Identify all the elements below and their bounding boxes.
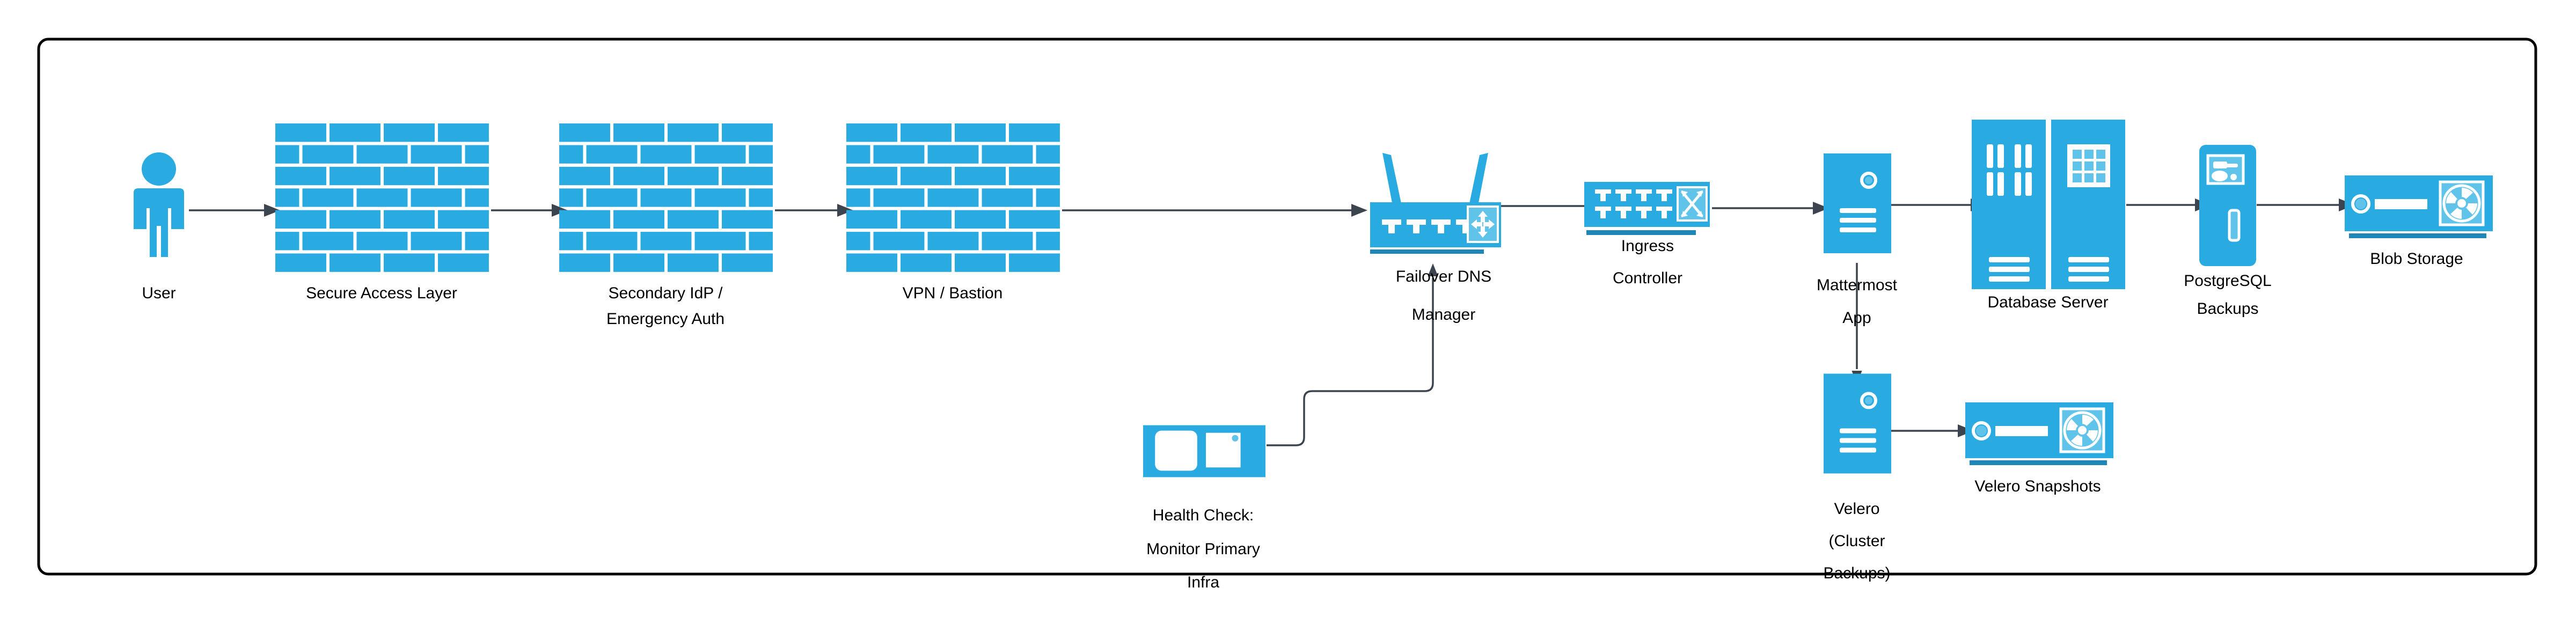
edge-velero-to-snapshots: [1891, 424, 1974, 437]
node-health-check[interactable]: Health Check: Monitor Primary Infra: [1143, 425, 1265, 591]
edge-health-check-to-failover-dns: [1267, 263, 1438, 446]
monitor-screens-icon: [1143, 425, 1265, 479]
node-velero-label-line3: Backups): [1823, 564, 1890, 582]
node-user-label: User: [142, 284, 175, 302]
tower-server-icon: [1824, 374, 1891, 474]
node-velero-snapshots[interactable]: Velero Snapshots: [1965, 402, 2113, 495]
node-vpn-bastion-label: VPN / Bastion: [903, 284, 1003, 302]
node-user[interactable]: User: [134, 152, 184, 302]
node-health-check-label-line1: Health Check:: [1153, 506, 1254, 524]
node-blob-storage-label: Blob Storage: [2370, 250, 2463, 268]
edge-ingress-to-mattermost: [1712, 202, 1829, 215]
node-failover-dns-label-line1: Failover DNS: [1396, 268, 1491, 285]
edge-failover-dns-to-ingress: [1490, 200, 1614, 212]
tower-server-icon: [1824, 153, 1891, 253]
firewall-brick-wall-icon: [275, 123, 489, 272]
database-rack-pair-icon: [1972, 120, 2125, 289]
node-database-server[interactable]: Database Server: [1972, 120, 2125, 311]
node-velero-label-line2: (Cluster: [1828, 532, 1885, 550]
node-database-server-label: Database Server: [1987, 293, 2108, 311]
edge-secure-access-to-secondary-idp: [491, 204, 568, 217]
node-health-check-label-line3: Infra: [1187, 574, 1219, 591]
node-velero-cluster-backups[interactable]: Velero (Cluster Backups): [1823, 374, 1891, 582]
node-secure-access-layer-label: Secure Access Layer: [306, 284, 457, 302]
backup-appliance-icon: [2199, 145, 2256, 266]
node-health-check-label-line2: Monitor Primary: [1146, 540, 1260, 558]
node-secondary-idp[interactable]: Secondary IdP / Emergency Auth: [559, 123, 773, 328]
node-postgresql-backups-label-line2: Backups: [2197, 300, 2258, 318]
firewall-brick-wall-icon: [559, 123, 773, 272]
node-vpn-bastion[interactable]: VPN / Bastion: [846, 123, 1060, 302]
node-failover-dns-manager[interactable]: Failover DNS Manager: [1369, 152, 1502, 324]
disk-storage-array-icon: [1965, 402, 2113, 465]
node-layer: User Secure Access Layer Secondary IdP /…: [134, 120, 2493, 591]
node-secondary-idp-label-line2: Emergency Auth: [606, 310, 724, 328]
node-ingress-controller[interactable]: Ingress Controller: [1584, 182, 1710, 287]
node-ingress-label-line2: Controller: [1613, 269, 1682, 287]
node-velero-label-line1: Velero: [1834, 500, 1879, 518]
edge-postgresql-backups-to-blob-storage: [2257, 199, 2355, 211]
disk-storage-array-icon: [2345, 175, 2493, 238]
node-failover-dns-label-line2: Manager: [1412, 306, 1475, 324]
node-secure-access-layer[interactable]: Secure Access Layer: [275, 123, 489, 302]
edge-layer: [189, 199, 2355, 446]
node-ingress-label-line1: Ingress: [1621, 237, 1674, 255]
node-mattermost-app[interactable]: Mattermost App: [1817, 153, 1898, 327]
edge-vpn-to-failover-dns: [1062, 204, 1367, 217]
node-blob-storage[interactable]: Blob Storage: [2345, 175, 2493, 268]
edge-user-to-secure-access: [189, 204, 280, 217]
firewall-brick-wall-icon: [846, 123, 1060, 272]
edge-database-to-postgresql-backups: [2126, 199, 2211, 211]
node-secondary-idp-label-line1: Secondary IdP /: [609, 284, 723, 302]
node-postgresql-backups[interactable]: PostgreSQL Backups: [2184, 145, 2272, 318]
network-switch-icon: [1584, 182, 1710, 235]
node-mattermost-label-line2: App: [1842, 309, 1871, 327]
node-mattermost-label-line1: Mattermost: [1817, 276, 1898, 294]
edge-mattermost-to-database: [1891, 199, 1987, 211]
actor-person-icon: [134, 152, 184, 257]
node-velero-snapshots-label: Velero Snapshots: [1974, 477, 2101, 495]
boundary-frame: [37, 38, 2537, 576]
edge-mattermost-to-velero: [1851, 263, 1862, 384]
edge-secondary-idp-to-vpn: [775, 204, 853, 217]
node-postgresql-backups-label-line1: PostgreSQL: [2184, 272, 2271, 290]
wireless-router-icon: [1369, 152, 1502, 254]
